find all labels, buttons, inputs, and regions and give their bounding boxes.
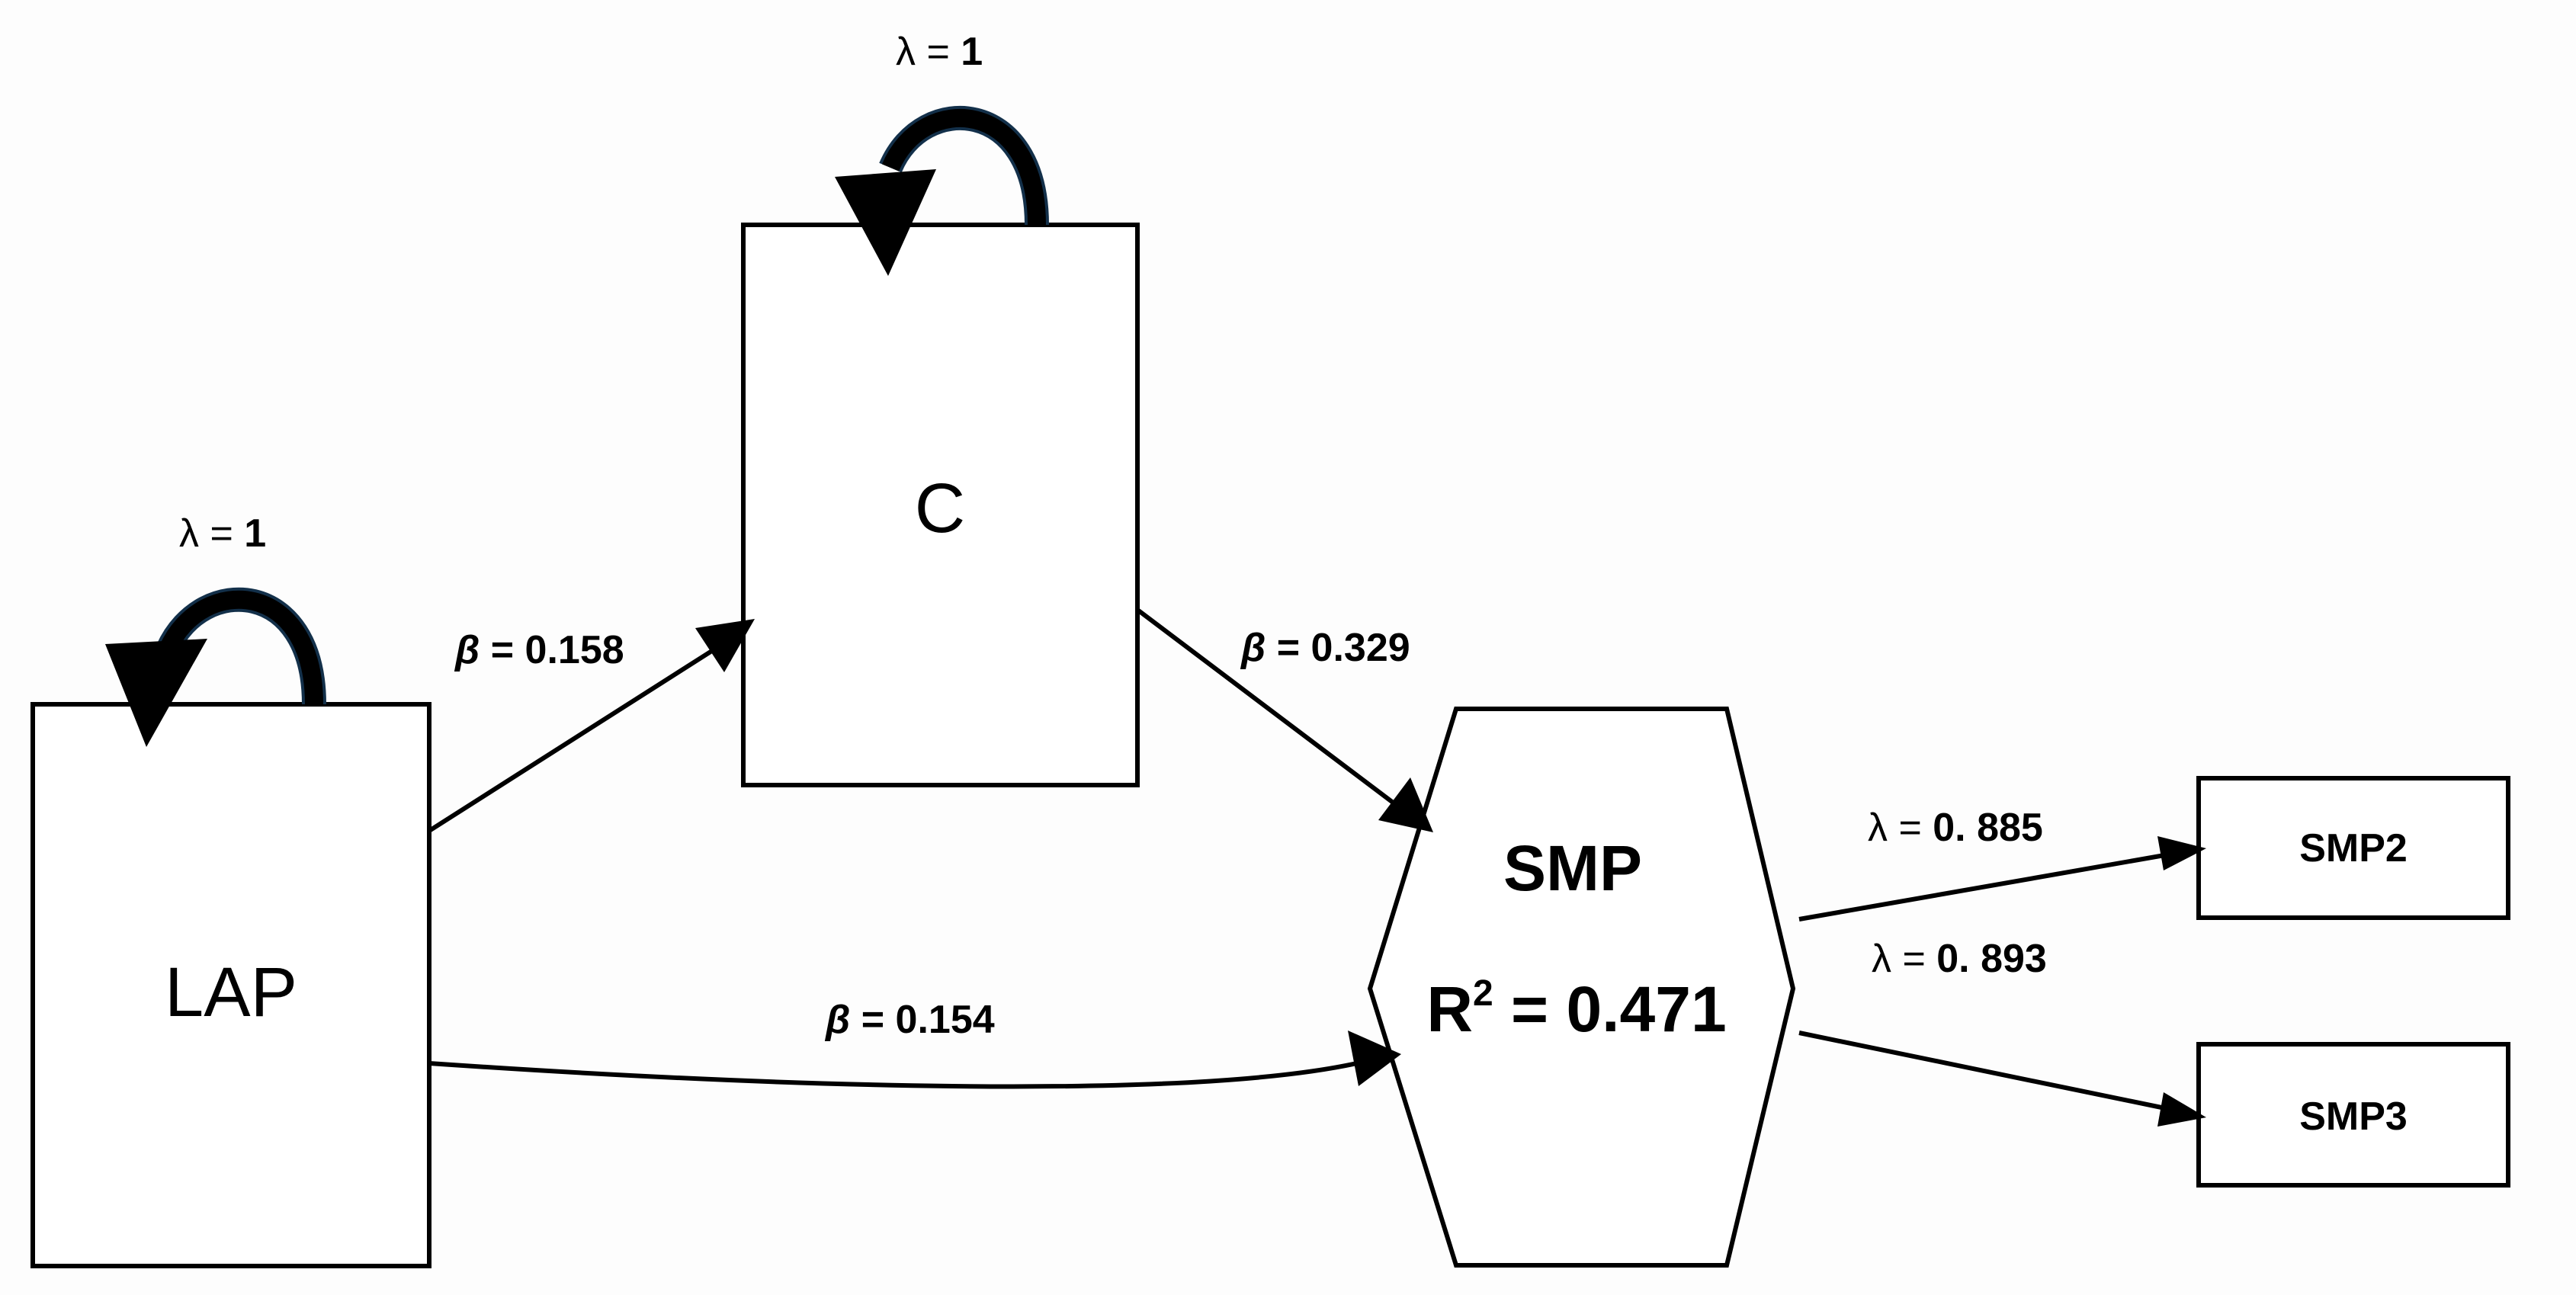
arrowhead-icon xyxy=(2157,836,2206,870)
r2-superscript: 2 xyxy=(1473,973,1493,1014)
node-smp-r2: R2 = 0.471 xyxy=(1426,973,1726,1045)
arrowhead-icon xyxy=(695,619,755,672)
r2-value: = 0.471 xyxy=(1493,973,1727,1045)
r2-symbol: R xyxy=(1426,973,1473,1045)
node-smp-label: SMP xyxy=(1503,832,1642,904)
loop-c[interactable] xyxy=(835,105,1049,276)
arrowhead-icon xyxy=(1348,1031,1401,1086)
node-smp3-box xyxy=(2196,1042,2510,1188)
loop-c-label: λ = 1 xyxy=(896,30,983,74)
node-smp-hexagon xyxy=(1367,707,1796,1268)
node-smp3[interactable]: SMP3 xyxy=(2196,1042,2510,1188)
loop-arrowhead-icon xyxy=(105,639,207,747)
edge-smp-to-smp3-label: λ = 0. 893 xyxy=(1872,937,2047,981)
node-c[interactable]: C xyxy=(741,223,1140,787)
loop-lap-label: λ = 1 xyxy=(179,511,266,556)
edge-lap-to-c-label: β = 0.158 xyxy=(454,628,624,672)
node-lap-box xyxy=(30,702,431,1268)
loop-arrowhead-icon xyxy=(835,169,936,276)
edge-smp-to-smp2-label: λ = 0. 885 xyxy=(1868,806,2043,850)
edge-smp-to-smp2[interactable] xyxy=(1798,836,2206,922)
node-c-box xyxy=(741,223,1140,787)
edge-c-to-smp[interactable] xyxy=(1136,607,1433,832)
edge-lap-to-smp-label: β = 0.154 xyxy=(824,998,995,1042)
loop-lap[interactable] xyxy=(105,587,326,747)
edge-lap-to-c[interactable] xyxy=(428,619,755,833)
edge-smp-to-smp3[interactable] xyxy=(1798,1031,2206,1127)
node-c-label: C xyxy=(915,470,965,547)
edge-lap-to-smp[interactable] xyxy=(428,1031,1401,1089)
arrowhead-icon xyxy=(1378,777,1433,832)
node-smp2-label: SMP2 xyxy=(2299,826,2408,870)
node-lap[interactable]: LAP xyxy=(30,702,431,1268)
node-smp2-box xyxy=(2196,776,2510,920)
node-lap-label: LAP xyxy=(165,954,297,1031)
node-smp3-label: SMP3 xyxy=(2299,1095,2408,1139)
node-smp[interactable]: SMP R2 = 0.471 xyxy=(1367,707,1796,1268)
node-smp2[interactable]: SMP2 xyxy=(2196,776,2510,920)
edge-c-to-smp-label: β = 0.329 xyxy=(1240,626,1410,670)
arrowhead-icon xyxy=(2157,1092,2206,1127)
